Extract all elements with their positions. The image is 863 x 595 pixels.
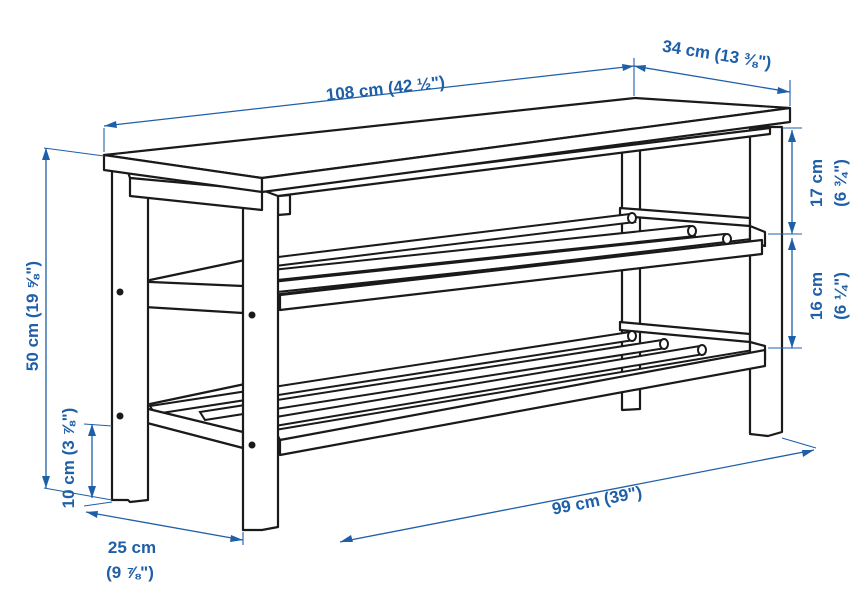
- back-left-leg: [276, 193, 292, 217]
- front-left-back-leg: [110, 168, 150, 504]
- inner-width-label: 99 cm (39"): [550, 483, 643, 519]
- dimension-inner-width: 99 cm (39"): [339, 437, 817, 543]
- total-width-label: 108 cm (42 ½"): [325, 72, 446, 104]
- top-apron-long: [260, 126, 772, 198]
- depth-label: 34 cm (13 ⅜"): [661, 37, 773, 73]
- leg-depth-cm-label: 25 cm: [108, 538, 156, 557]
- front-right-leg: [748, 125, 784, 438]
- front-left-leg: [241, 186, 280, 532]
- dimension-top-gap: 17 cm (6 ¾"): [768, 127, 850, 235]
- dimension-mid-gap: 16 cm (6 ¼"): [768, 238, 850, 349]
- front-rail-lower: [278, 348, 767, 457]
- top-gap-cm-label: 17 cm: [807, 159, 826, 207]
- mid-gap-in-label: (6 ¼"): [831, 272, 850, 320]
- leg-depth-in-label: (9 ⅞"): [106, 563, 154, 582]
- dimension-total-height: 50 cm (19 ⅝"): [23, 147, 113, 501]
- mid-gap-cm-label: 16 cm: [807, 272, 826, 320]
- ground-clearance-label: 10 cm (3 ⅞"): [59, 408, 78, 509]
- bench-top: [102, 96, 792, 194]
- dimension-depth: 34 cm (13 ⅜"): [633, 37, 791, 106]
- screw-heads: [116, 288, 256, 449]
- top-gap-in-label: (6 ¾"): [831, 159, 850, 207]
- dimension-ground-clearance: 10 cm (3 ⅞"): [59, 408, 113, 509]
- dimension-leg-depth: 25 cm (9 ⅞"): [83, 501, 244, 582]
- total-height-label: 50 cm (19 ⅝"): [23, 261, 42, 371]
- shoe-bench-drawing: [102, 96, 792, 532]
- front-rail-upper: [278, 238, 764, 312]
- dimension-annotations: 108 cm (42 ½") 34 cm (13 ⅜") 50 cm (19 ⅝…: [23, 37, 850, 582]
